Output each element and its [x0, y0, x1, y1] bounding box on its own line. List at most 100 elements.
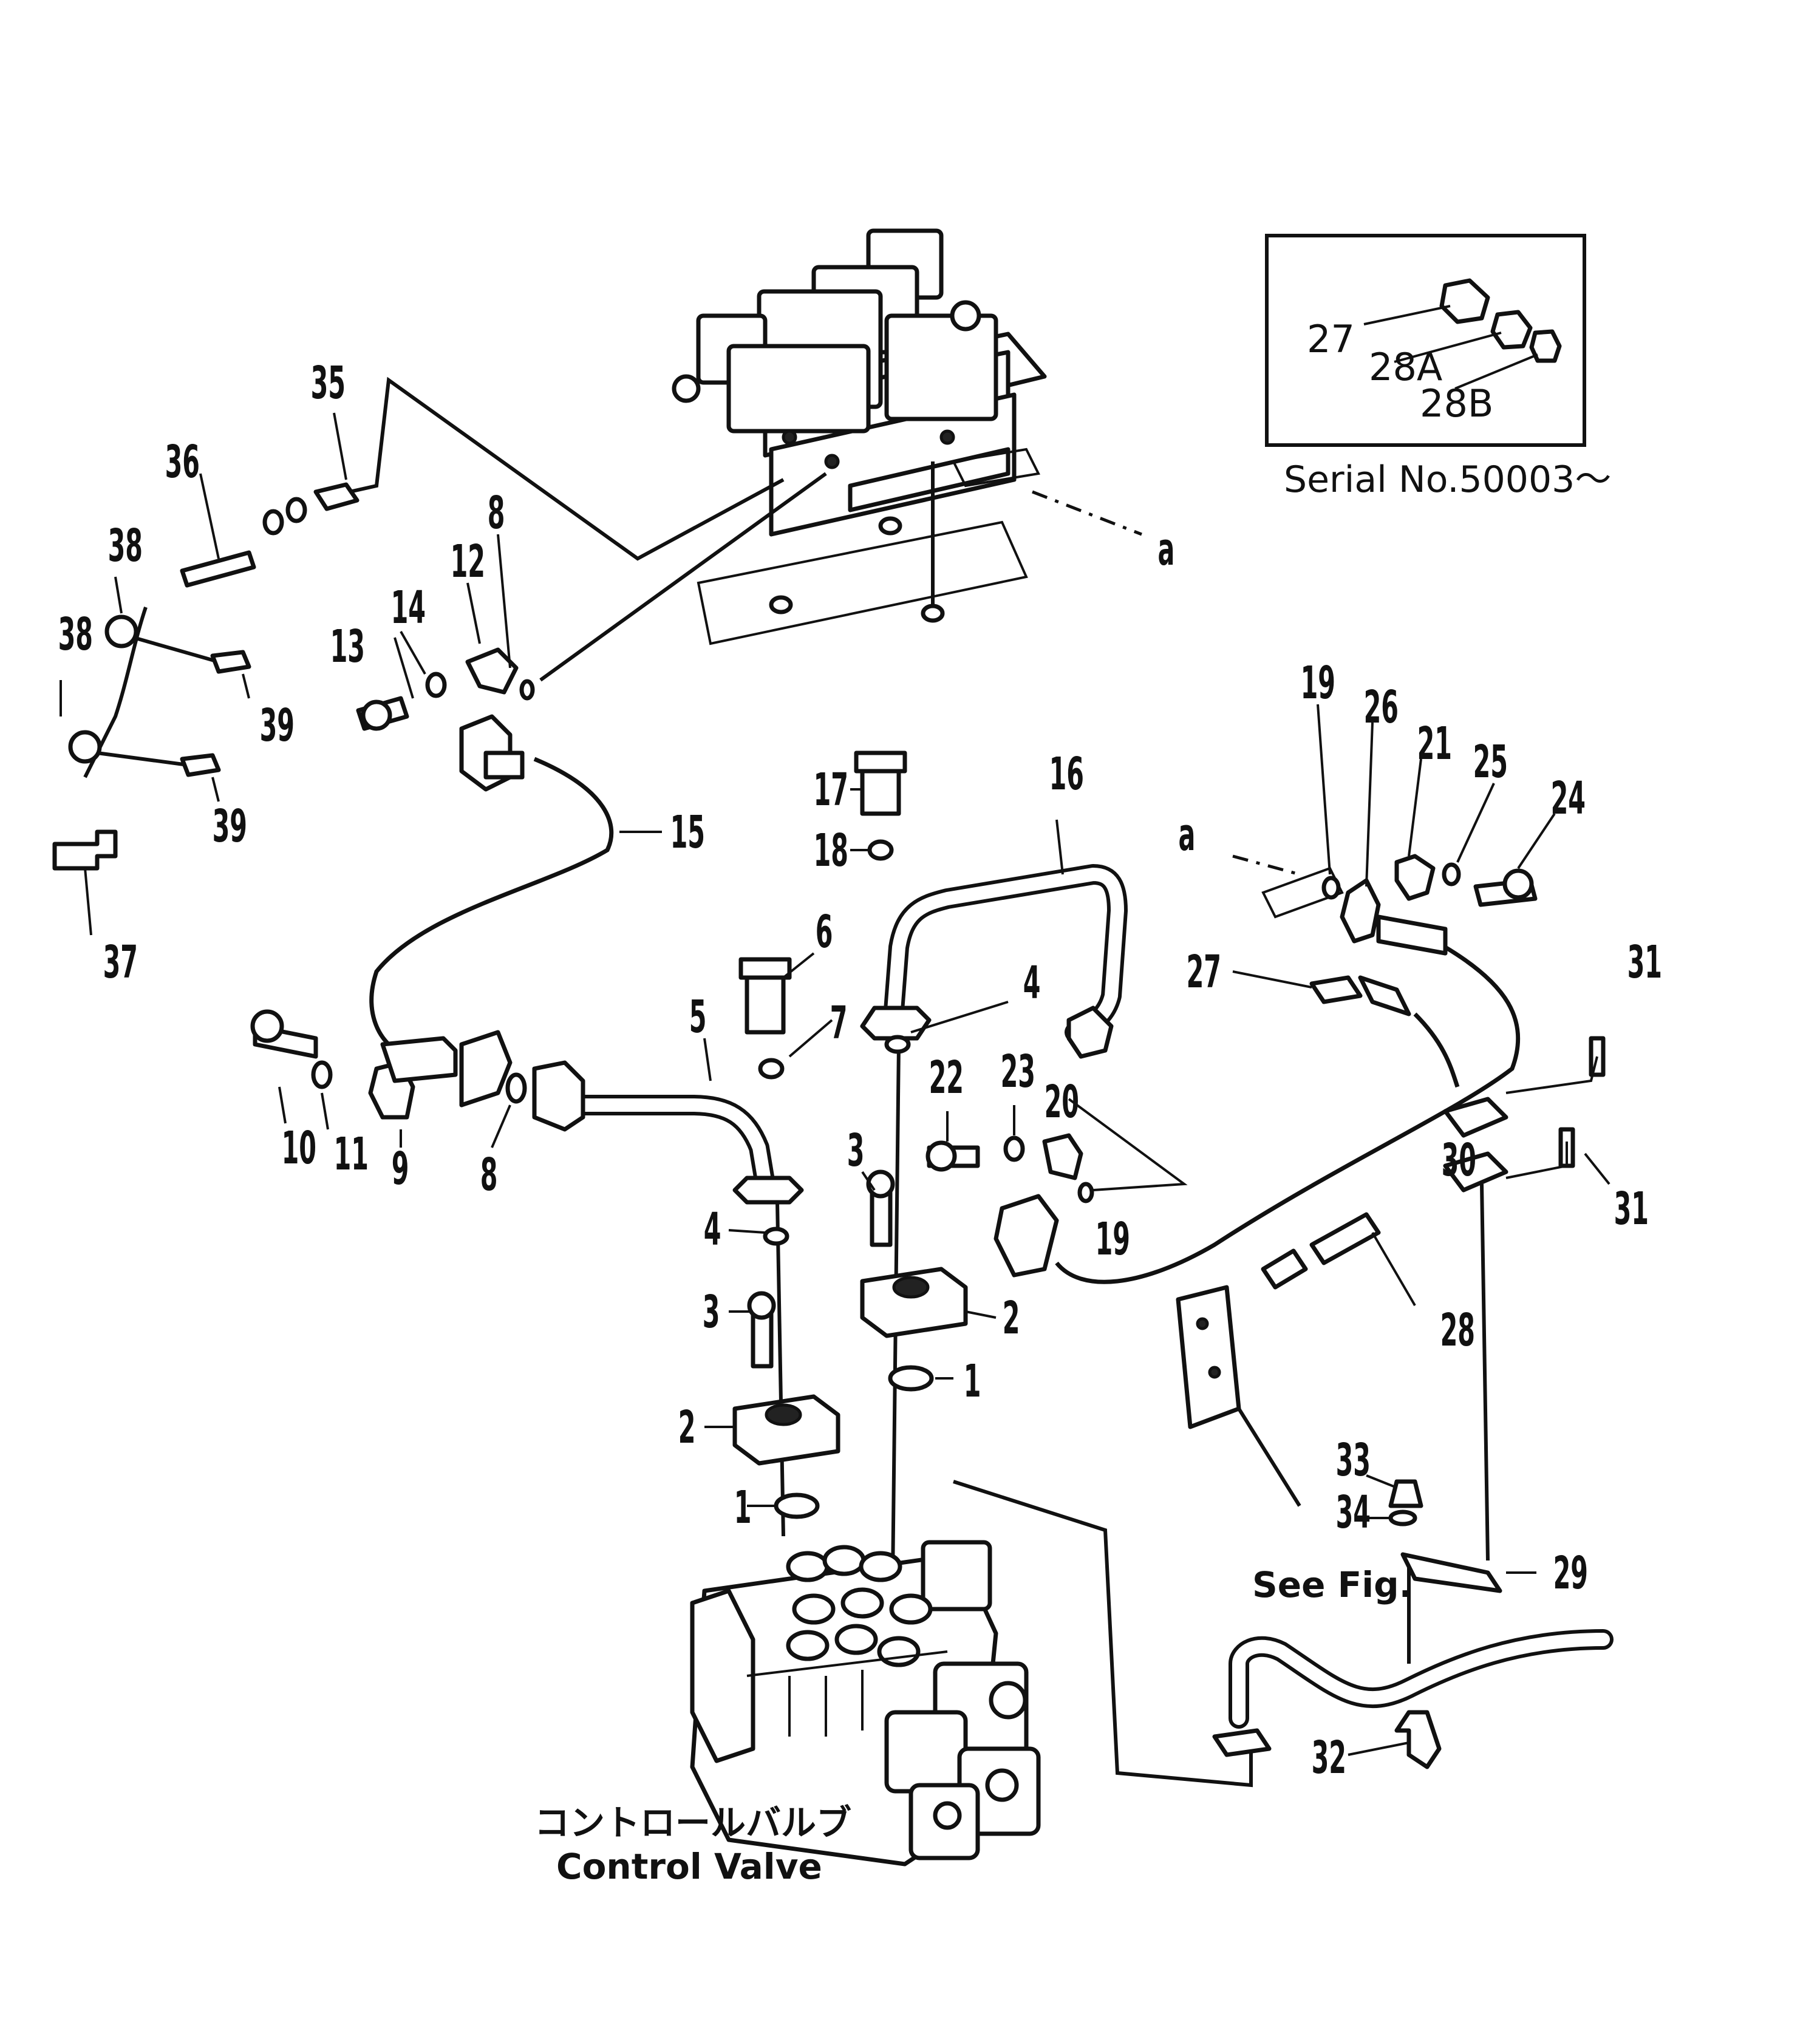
inset-leader-28a — [1394, 332, 1502, 363]
callout-34: 34 — [1336, 1486, 1371, 1539]
leader-37 — [84, 868, 92, 936]
flange-2-right-hole — [892, 1276, 930, 1299]
callout-11: 11 — [334, 1128, 369, 1180]
nut-35 — [285, 497, 307, 523]
callout-12: 12 — [451, 535, 485, 588]
ref-a-top: a — [1158, 523, 1175, 576]
callout-14: 14 — [391, 581, 426, 634]
callout-3-right: 3 — [847, 1124, 865, 1177]
line-39-bottom — [97, 751, 189, 767]
valve-side-plate — [952, 448, 1040, 488]
leader-27 — [1232, 970, 1312, 989]
leader-10 — [278, 1086, 287, 1124]
callout-17: 17 — [814, 763, 848, 816]
plate-hole-3 — [921, 604, 945, 623]
callout-35: 35 — [311, 356, 346, 409]
callout-9: 9 — [392, 1142, 409, 1195]
clamp-21 — [1394, 854, 1436, 901]
bolt-22-head — [925, 1140, 957, 1172]
leader-33 — [1366, 1474, 1397, 1489]
ref-line-a-right — [1232, 854, 1300, 876]
serial-number-text: Serial No.50003～ — [1284, 458, 1611, 501]
serial-inset: 27 28A 28B — [1265, 234, 1586, 447]
flange-2-left-hole — [765, 1403, 802, 1426]
solenoid-coil-6 — [726, 344, 871, 434]
callout-28: 28 — [1440, 1304, 1475, 1356]
leader-35 — [333, 412, 347, 480]
valve-nut-1 — [950, 300, 981, 332]
hose-sleeve-15-bottom — [380, 1036, 458, 1083]
bracket-line — [953, 1480, 1253, 1788]
hose-end-26-bottom — [994, 1194, 1059, 1278]
callout-4-bottom: 4 — [704, 1203, 721, 1256]
oring-8-top — [519, 679, 535, 701]
leader-26 — [1365, 722, 1374, 887]
oring-4-top — [884, 1035, 911, 1054]
bolt-24-head — [1502, 868, 1534, 900]
bracket-plate — [1176, 1285, 1241, 1429]
washer-14 — [425, 672, 447, 698]
callout-4-top: 4 — [1023, 956, 1041, 1009]
callout-24: 24 — [1551, 772, 1586, 825]
callout-31-bottom: 31 — [1614, 1182, 1649, 1235]
callout-8-bottom: 8 — [480, 1148, 498, 1201]
hose-26 — [1055, 945, 1521, 1284]
bolt-3-right-head — [866, 1169, 895, 1199]
callout-2-right: 2 — [1003, 1292, 1020, 1344]
inset-label-27: 27 — [1307, 317, 1355, 361]
pipe-16 — [882, 864, 1128, 1043]
hose-15 — [369, 757, 614, 1046]
leader-right-vertical — [1480, 1183, 1490, 1561]
leader-12 — [466, 582, 481, 644]
leader-see-fig — [1237, 1407, 1301, 1507]
hose-sleeve-15-top — [483, 750, 525, 780]
control-valve-side — [690, 1588, 755, 1763]
callout-18: 18 — [814, 824, 848, 877]
leader-16 — [1055, 819, 1064, 875]
clamp-29 — [1400, 1552, 1502, 1593]
plug-17-head — [854, 750, 907, 774]
leader-39a — [242, 673, 250, 699]
oring-19-bottom — [1077, 1182, 1094, 1203]
solenoid-valve-assembly — [672, 228, 1047, 537]
callout-36: 36 — [165, 435, 200, 488]
callout-3-left: 3 — [703, 1285, 720, 1338]
leader-21 — [1408, 758, 1422, 857]
pilot-line-35 — [327, 376, 785, 561]
leader-30-31 — [1505, 1142, 1568, 1179]
inset-frame — [1265, 234, 1586, 447]
callout-6: 6 — [816, 905, 833, 958]
washer-23 — [1003, 1135, 1025, 1162]
flange-26 — [1340, 878, 1381, 944]
control-valve — [690, 1540, 1041, 1867]
tee-38-bottom — [68, 730, 102, 764]
flange-block-2-right — [860, 1267, 968, 1338]
line-39-top — [133, 636, 219, 664]
control-valve-cap-3 — [884, 1710, 968, 1794]
leader-25 — [1456, 783, 1495, 863]
hose-sleeve-26 — [1376, 914, 1448, 956]
leader-6 — [782, 952, 815, 979]
inset-fitting-28b — [1529, 329, 1562, 363]
bolt-10-head — [250, 1009, 284, 1043]
leader-14 — [400, 631, 426, 675]
callout-39-top: 39 — [260, 699, 295, 752]
leader-3-right — [861, 1171, 876, 1191]
oring-18 — [867, 839, 894, 861]
nut-33 — [1388, 1479, 1423, 1508]
clamp-30-top — [1443, 1097, 1508, 1138]
callout-8-top: 8 — [488, 486, 505, 539]
pilot-line-8-top — [539, 472, 827, 682]
ref-line-a-top — [1032, 490, 1142, 536]
callout-5: 5 — [689, 990, 707, 1043]
valve-nut-2 — [672, 374, 701, 403]
hose-sleeve-27 — [1358, 975, 1411, 1016]
leader-31-bottom — [1584, 1152, 1610, 1185]
callout-22: 22 — [929, 1051, 964, 1104]
callout-32: 32 — [1312, 1731, 1346, 1784]
inset-label-28a: 28A — [1369, 345, 1442, 389]
leader-8-bottom — [491, 1104, 511, 1148]
u-bolt-32 — [1394, 1710, 1442, 1769]
control-valve-caption-en: Control Valve — [556, 1846, 822, 1887]
